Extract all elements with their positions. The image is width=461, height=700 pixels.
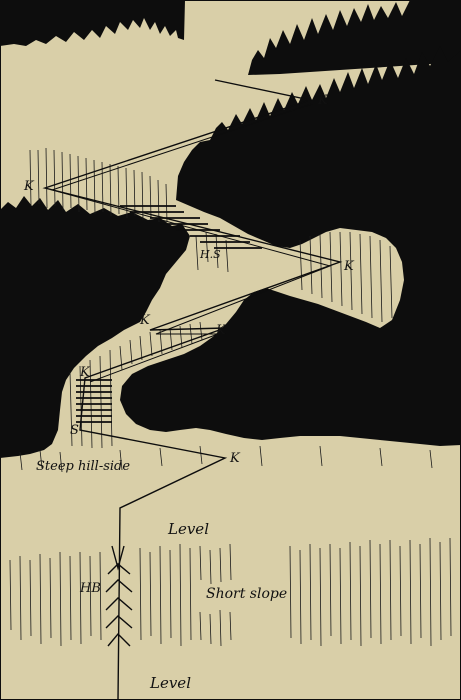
short-slope-label: Short slope <box>206 586 287 602</box>
kick-turn-label-4: K <box>139 313 151 328</box>
kick-turn-label-3: K <box>343 259 355 274</box>
kick-turn-label-2: K <box>23 179 35 194</box>
hb-chevron-4 <box>105 615 133 629</box>
kick-turn-label-6: K <box>79 365 91 380</box>
hb-chevron-5 <box>107 632 131 647</box>
forest-right-central <box>120 46 461 446</box>
herringbone-label: HB <box>79 581 101 596</box>
herringbone-steps-label: H.S <box>199 248 221 261</box>
hb-arrow-top <box>111 545 125 571</box>
zigzag-ski-route <box>42 79 343 700</box>
zigzag-ski-route-parallel <box>50 103 332 383</box>
level-lower-label: Level <box>149 674 191 692</box>
kick-turn-label-5: K <box>215 323 227 338</box>
level-upper-label: Level <box>167 520 209 538</box>
kick-turn-label-1: K <box>317 93 329 108</box>
kick-turn-label-7: K <box>229 451 241 466</box>
forest-left-upper <box>0 196 190 458</box>
hatch-upper-left <box>29 147 168 223</box>
steep-hillside-label: Steep hill-side <box>36 459 130 474</box>
hb-chevron-3 <box>105 597 133 611</box>
hatch-steep-hillside <box>19 445 433 473</box>
forest-masses <box>0 0 461 458</box>
forest-top-left <box>0 0 185 46</box>
forest-top-right <box>248 0 461 75</box>
herringbone-chevrons <box>105 545 133 647</box>
hb-chevron-2 <box>105 579 133 593</box>
labels: K K K K K K K H.S S Steep hill-side Leve… <box>23 93 355 692</box>
side-step-label: S <box>70 423 79 438</box>
hatch-short-slope <box>9 537 452 647</box>
hb-chevron-1 <box>107 563 131 575</box>
hatch-middle <box>195 231 393 323</box>
